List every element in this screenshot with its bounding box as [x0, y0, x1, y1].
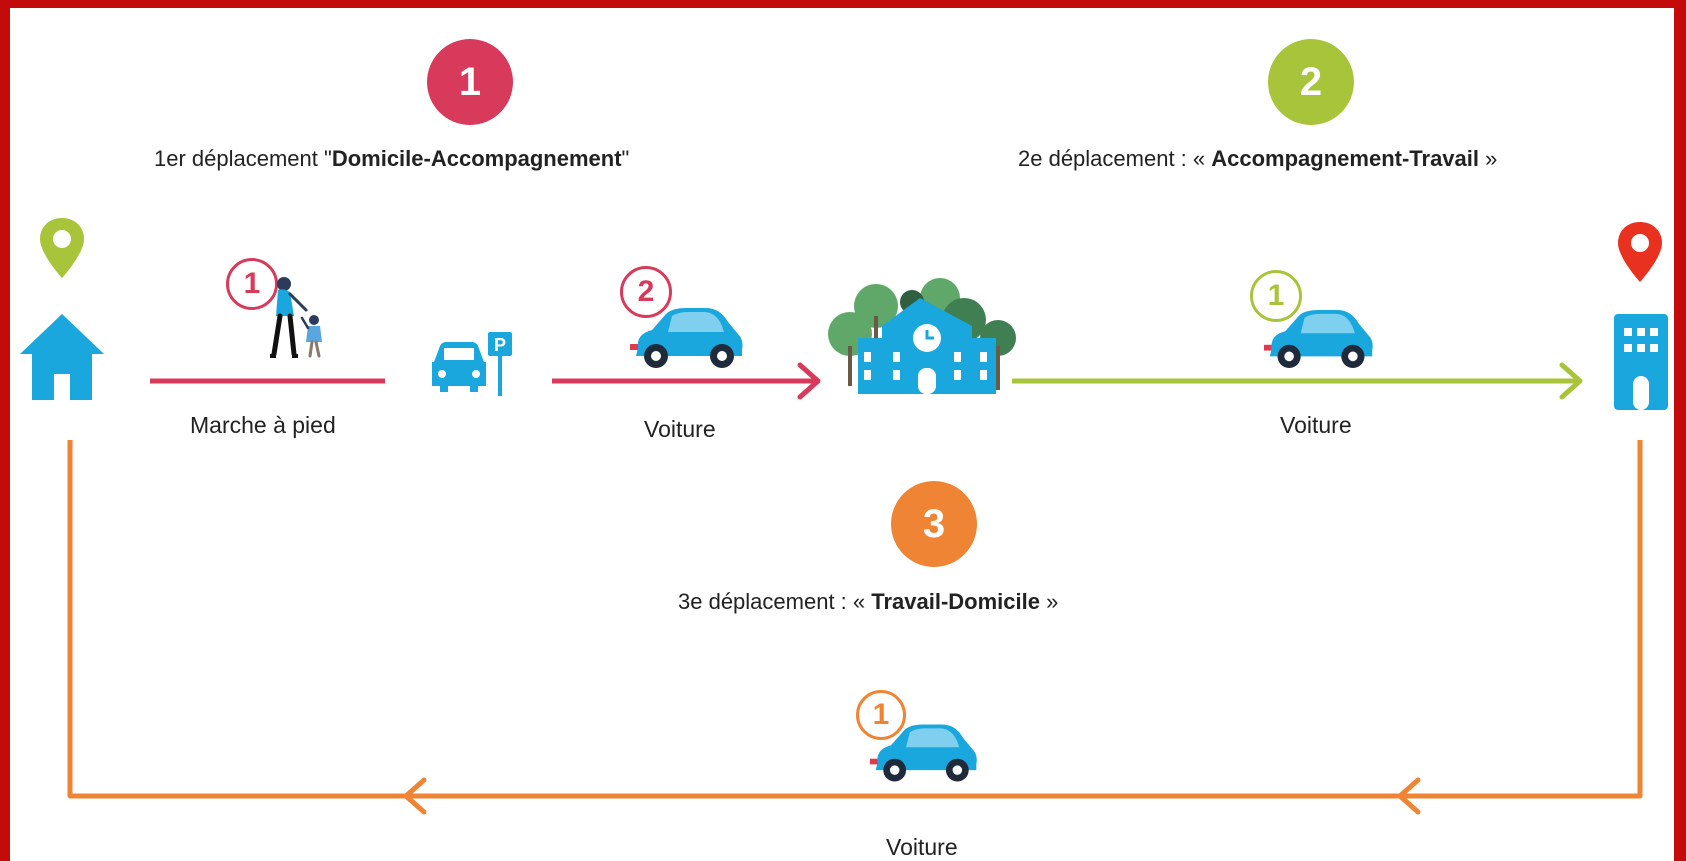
- segment-badge: 1: [856, 690, 906, 740]
- step-3-heading-bold: Travail-Domicile: [871, 589, 1040, 614]
- school-icon: [828, 278, 1016, 394]
- location-pin-icon: [1618, 222, 1662, 282]
- walking-parent-child-icon: [270, 277, 322, 358]
- parking-icon: P: [432, 332, 512, 396]
- step-2-heading-suffix: »: [1479, 146, 1498, 171]
- step-1-heading-suffix: ": [621, 146, 630, 171]
- step-3-heading-suffix: »: [1040, 589, 1059, 614]
- segment-number: 1: [1267, 279, 1285, 312]
- step-3-heading: 3e déplacement : « Travail-Domicile »: [678, 589, 1058, 615]
- car-icon: [1264, 310, 1373, 368]
- step-3-badge: 3: [891, 481, 977, 567]
- step-1-heading: 1er déplacement "Domicile-Accompagnement…: [154, 146, 629, 172]
- segment-badge: 2: [620, 266, 672, 318]
- house-icon: [20, 314, 104, 400]
- step-1-heading-bold: Domicile-Accompagnement: [331, 146, 622, 171]
- step-1-badge: 1: [427, 39, 513, 125]
- car-icon: [630, 308, 743, 368]
- segment-badge: 1: [226, 258, 278, 310]
- step-2-heading-bold: Accompagnement-Travail: [1211, 146, 1479, 171]
- step-3-heading-prefix: 3e déplacement : «: [678, 589, 872, 614]
- segment-number: 1: [872, 698, 890, 731]
- segment-number: 1: [243, 267, 261, 300]
- mode-label: Marche à pied: [190, 412, 336, 438]
- location-pin-icon: [40, 218, 84, 278]
- step-2-heading-prefix: 2e déplacement : «: [1018, 146, 1212, 171]
- step-3-number: 3: [922, 501, 946, 546]
- step-1-heading-prefix: 1er déplacement ": [154, 146, 332, 171]
- step-1-number: 1: [458, 59, 482, 104]
- car-route-arrow-step1: [552, 362, 821, 400]
- step-2-number: 2: [1299, 59, 1323, 104]
- office-building-icon: [1614, 314, 1668, 410]
- segment-badge: 1: [1250, 270, 1302, 322]
- mode-label: Voiture: [644, 416, 716, 442]
- segment-number: 2: [637, 275, 655, 308]
- car-route-arrow-step2: [1012, 362, 1583, 400]
- step-2-badge: 2: [1268, 39, 1354, 125]
- svg-text:P: P: [494, 335, 506, 355]
- mode-label: Voiture: [1280, 412, 1352, 438]
- mode-label: Voiture: [886, 834, 958, 860]
- step-2-heading: 2e déplacement : « Accompagnement-Travai…: [1018, 146, 1497, 172]
- route-lines: [67, 362, 1643, 815]
- return-route-line: [67, 440, 1643, 815]
- car-icon: [870, 724, 977, 782]
